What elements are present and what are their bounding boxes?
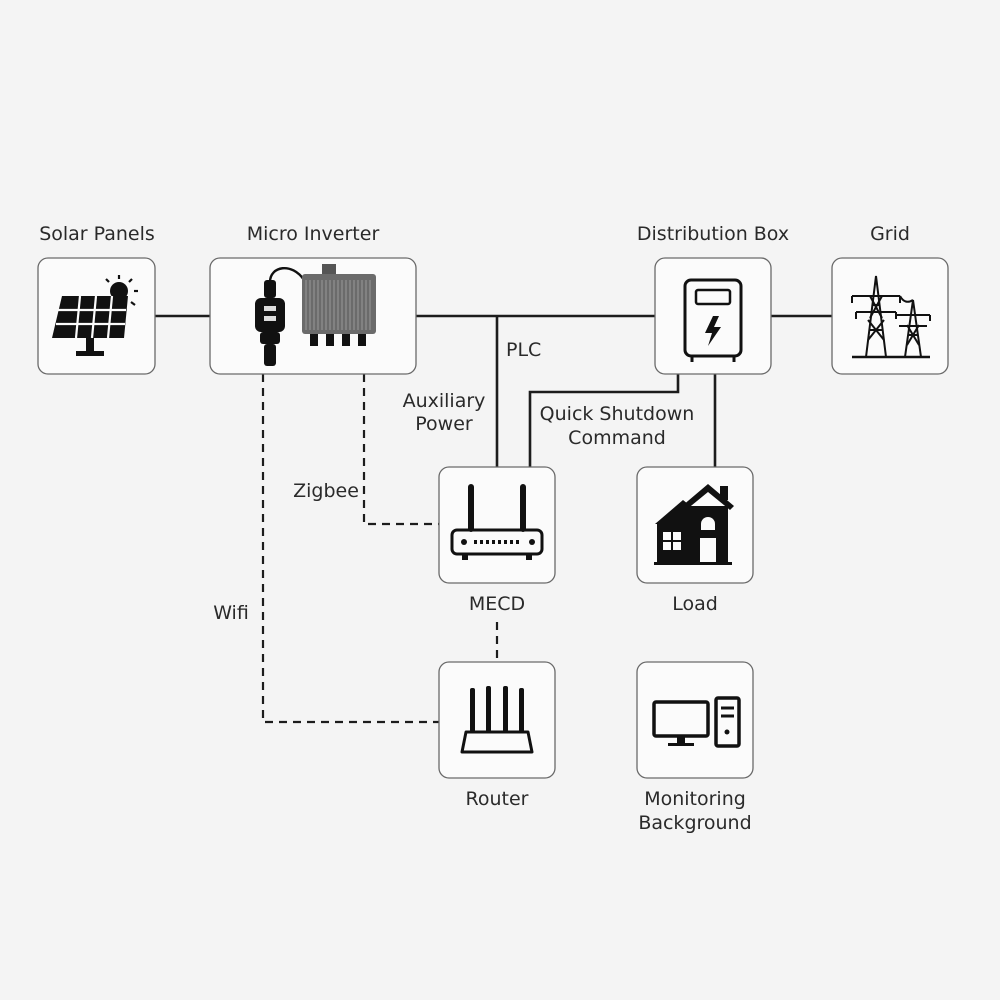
wifi-link [261,374,439,724]
wifi-label: Wifi [213,602,249,624]
desktop-computer-icon [652,696,741,748]
quick-shutdown-label-line1: Quick Shutdown [540,403,695,425]
auxiliary-power-label-line1: Auxiliary [403,390,486,412]
wifi-router-icon [460,686,534,754]
gateway-router-icon [450,484,544,560]
quick-shutdown-label-line2: Command [568,427,666,449]
grid-label: Grid [870,223,910,245]
auxiliary-power-label-line2: Power [415,413,473,435]
solid-connections [155,314,832,467]
monitoring-label-line1: Monitoring [644,788,746,810]
house-icon [654,484,734,565]
solar-panels-label: Solar Panels [39,223,155,245]
distribution-box-icon [683,278,743,362]
solar-panel-icon [52,275,138,356]
monitoring-box [636,661,754,779]
wire-quick-shutdown [528,374,680,467]
router-box [438,661,556,779]
load-label: Load [672,593,718,615]
dashed-connections [261,374,499,724]
zigbee-label: Zigbee [293,480,359,502]
micro-inverter-label: Micro Inverter [247,223,380,245]
distribution-box-label: Distribution Box [637,223,789,245]
mecd-label: MECD [469,593,525,615]
monitoring-label-line2: Background [638,812,751,834]
plc-label: PLC [506,339,541,361]
mecd-box [438,466,556,584]
micro-inverter-icon [255,264,376,366]
power-tower-icon [851,275,931,359]
zigbee-link [362,374,439,526]
router-label: Router [466,788,529,810]
